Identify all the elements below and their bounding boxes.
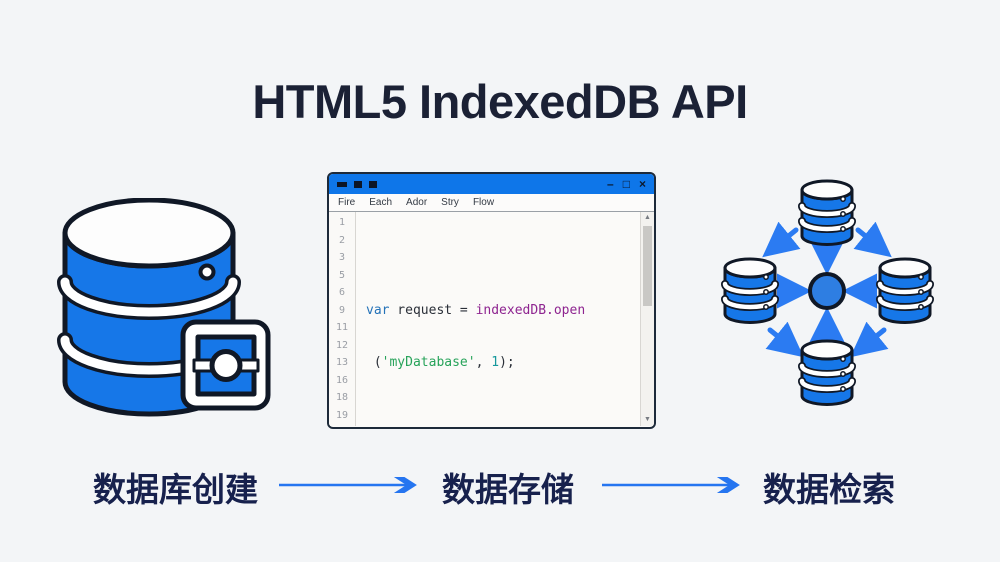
database-node-right <box>880 259 930 322</box>
step-label-store: 数据存储 <box>442 471 574 508</box>
maximize-button[interactable]: □ <box>622 177 630 191</box>
scroll-down-icon[interactable]: ▼ <box>644 416 651 423</box>
menu-item[interactable]: Fire <box>338 197 356 208</box>
window-titlebar: – □ × <box>329 174 654 194</box>
code-text: var request = indexedDB.open ('myDatabas… <box>356 212 654 426</box>
scrollbar-thumb[interactable] <box>643 226 652 306</box>
scroll-up-icon[interactable]: ▲ <box>644 214 651 221</box>
window-dot-icon <box>337 181 347 187</box>
vault-badge-icon <box>180 319 271 411</box>
code-editor-window: – □ × Fire Each Ador Stry Flow 1 2 3 5 6… <box>327 172 656 429</box>
step-label-retrieve: 数据检索 <box>763 471 895 508</box>
arrow-top-to-right <box>853 221 892 258</box>
distributed-database-network-icon <box>708 172 948 408</box>
line-number-gutter: 1 2 3 5 6 9 11 12 13 16 18 19 <box>329 212 356 426</box>
arrow-top-to-left <box>762 221 801 258</box>
close-button[interactable]: × <box>638 177 646 191</box>
database-node-left <box>725 259 775 322</box>
menu-item[interactable]: Each <box>369 197 393 208</box>
minimize-button[interactable]: – <box>607 177 614 191</box>
window-dot-icon <box>354 180 362 188</box>
arrow-left-to-bottom <box>765 321 804 358</box>
menu-item[interactable]: Ador <box>406 197 428 208</box>
code-line-3: ('myDatabase', 1); <box>366 355 515 370</box>
database-node-top <box>802 181 852 244</box>
page-title: HTML5 IndexedDB API <box>252 75 748 128</box>
database-node-bottom <box>802 341 852 404</box>
network-hub-icon <box>808 272 846 310</box>
menu-bar: Fire Each Ador Stry Flow <box>329 194 654 212</box>
flow-arrow-icon <box>279 477 419 493</box>
step-label-create: 数据库创建 <box>93 471 258 508</box>
menu-item[interactable]: Stry <box>441 197 459 208</box>
code-line-2: var request = indexedDB.open <box>366 302 586 318</box>
scrollbar[interactable]: ▲ ▼ <box>640 212 654 426</box>
code-area[interactable]: 1 2 3 5 6 9 11 12 13 16 18 19 var reques… <box>329 212 654 426</box>
menu-item[interactable]: Flow <box>472 197 495 208</box>
arrow-right-to-bottom <box>850 321 889 358</box>
database-creation-icon <box>57 198 271 417</box>
flow-arrow-icon <box>602 477 742 493</box>
window-dot-icon <box>369 180 377 188</box>
